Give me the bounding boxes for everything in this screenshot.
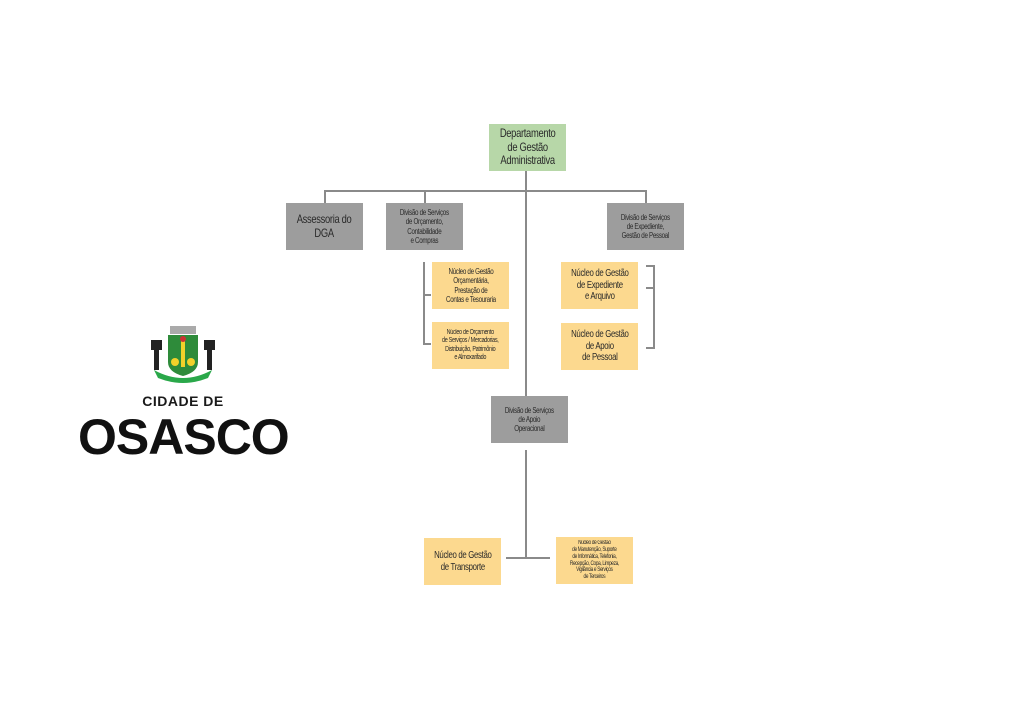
box-label: Núcleo de Gestão de Manutenção, Suporte … xyxy=(570,539,619,581)
org-box-nucleo-orcamentaria: Núcleo de Gestão Orçamentária, Prestação… xyxy=(432,262,509,309)
box-label: Núcleo de Gestão Orçamentária, Prestação… xyxy=(445,267,496,304)
connector xyxy=(324,190,326,203)
box-label: Departamento de Gestão Administrativa xyxy=(499,125,556,168)
connector xyxy=(506,557,550,559)
connector xyxy=(646,287,654,289)
connector xyxy=(423,262,425,345)
org-box-nucleo-pessoal: Núcleo de Gestão de Apoio de Pessoal xyxy=(561,323,638,370)
box-label: Divisão de Serviços de Expediente, Gestã… xyxy=(621,212,670,241)
logo-osasco: OSASCO xyxy=(78,409,290,466)
box-label: Assessoria do DGA xyxy=(297,211,352,240)
coat-of-arms-icon xyxy=(151,326,215,383)
logo-cidade-de: CIDADE DE xyxy=(142,393,224,409)
org-box-nucleo-transporte: Núcleo de Gestão de Transporte xyxy=(424,538,501,585)
org-box-nucleo-manutencao: Núcleo de Gestão de Manutenção, Suporte … xyxy=(556,537,633,584)
connector xyxy=(653,265,655,349)
connector xyxy=(646,347,654,349)
box-label: Núcleo de Gestão de Apoio de Pessoal xyxy=(570,329,629,364)
box-label: Divisão de Serviços de Orçamento, Contab… xyxy=(400,208,449,245)
box-label: Núcleo de Gestão de Transporte xyxy=(433,550,492,573)
connector xyxy=(423,294,431,296)
connector xyxy=(525,171,527,396)
org-box-departamento: Departamento de Gestão Administrativa xyxy=(489,124,566,171)
org-box-divisao-apoio: Divisão de Serviços de Apoio Operacional xyxy=(491,396,568,443)
connector xyxy=(423,343,431,345)
org-box-nucleo-expediente: Núcleo de Gestão de Expediente e Arquivo xyxy=(561,262,638,309)
box-label: Núcleo de Gestão de Expediente e Arquivo xyxy=(570,268,629,303)
org-box-divisao-expediente: Divisão de Serviços de Expediente, Gestã… xyxy=(607,203,684,250)
org-box-divisao-orcamento: Divisão de Serviços de Orçamento, Contab… xyxy=(386,203,463,250)
connector xyxy=(424,190,426,203)
connector xyxy=(646,265,654,267)
org-box-assessoria: Assessoria do DGA xyxy=(286,203,363,250)
connector xyxy=(525,450,527,558)
box-label: Divisão de Serviços de Apoio Operacional xyxy=(505,405,554,434)
box-label: Núcleo de Orçamento de Serviços / Mercad… xyxy=(442,329,499,361)
logo: CIDADE DE OSASCO xyxy=(78,326,290,467)
connector xyxy=(645,190,647,203)
org-box-nucleo-orcamento-servicos: Núcleo de Orçamento de Serviços / Mercad… xyxy=(432,322,509,369)
connector xyxy=(324,190,647,192)
